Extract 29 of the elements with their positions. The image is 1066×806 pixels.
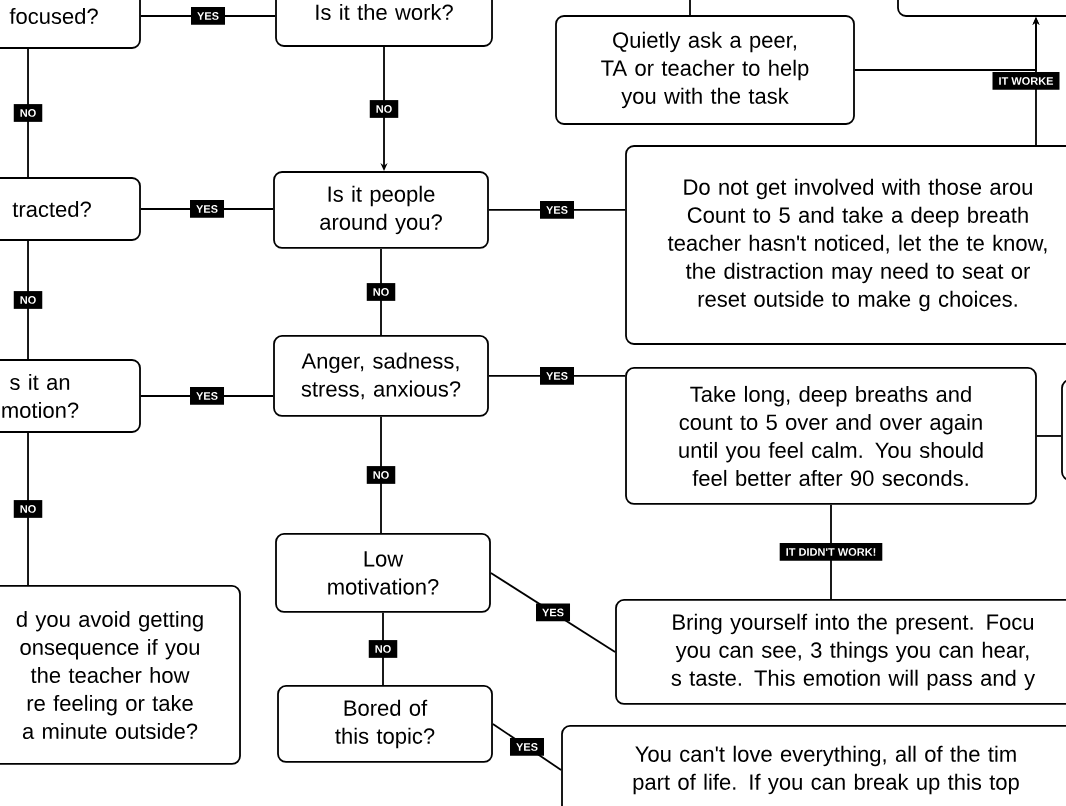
decision-box: Bored of this topic? bbox=[277, 685, 493, 763]
advice-box: d you avoid getting onsequence if you the teacher how re feeling or take a minute outside? bbox=[0, 585, 241, 765]
connector bbox=[380, 248, 382, 336]
decision-box: s it an motion? bbox=[0, 359, 141, 433]
decision-box: Is it people around you? bbox=[273, 171, 489, 249]
process-box bbox=[1061, 379, 1066, 481]
advice-box: Quietly ask a peer, TA or teacher to help you with the task bbox=[555, 15, 855, 125]
decision-box: Is it the work? bbox=[275, 0, 493, 47]
decision-box: Low motivation? bbox=[275, 533, 491, 613]
connector bbox=[689, 0, 691, 16]
decision-box: tracted? bbox=[0, 177, 141, 241]
connector bbox=[140, 208, 274, 210]
advice-box: Take long, deep breaths and count to 5 over and over again until you feel calm. You should feel better after 90 seconds. bbox=[625, 367, 1037, 505]
connector bbox=[492, 723, 562, 771]
advice-box: Bring yourself into the present. Focu you can see, 3 things you can hear, s taste. This emotion will pass and y bbox=[615, 599, 1066, 705]
connector bbox=[380, 415, 382, 534]
advice-box: You can't love everything, all of the tim part of life. If you can break up this top bbox=[561, 725, 1066, 806]
advice-box: Do not get involved with those arou Count to 5 and take a deep breath teacher hasn't noticed, let the te know, the distraction may need to seat or reset outside to make g choices. bbox=[625, 145, 1066, 345]
connector bbox=[140, 15, 276, 17]
decision-box: Anger, sadness, stress, anxious? bbox=[273, 335, 489, 417]
connector bbox=[490, 572, 616, 653]
connector bbox=[27, 431, 29, 586]
connector bbox=[27, 48, 29, 178]
decision-box: focused? bbox=[0, 0, 141, 49]
connector bbox=[1036, 435, 1062, 437]
connector bbox=[140, 395, 274, 397]
connector bbox=[27, 240, 29, 360]
connector bbox=[382, 611, 384, 686]
process-box bbox=[897, 0, 1066, 17]
